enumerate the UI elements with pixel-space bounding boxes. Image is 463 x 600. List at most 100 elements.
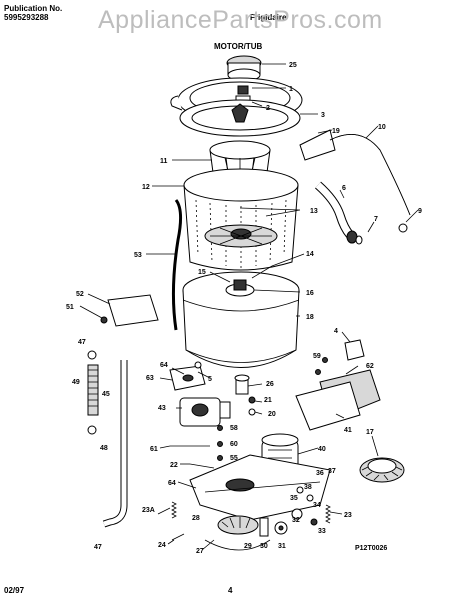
callout-49: 49: [72, 379, 80, 386]
callout-53: 53: [134, 252, 142, 259]
hose-clamp[interactable]: [346, 230, 363, 245]
publication-label: Publication No.: [4, 4, 63, 13]
section-title: MOTOR/TUB: [214, 42, 263, 51]
callout-36: 36: [316, 470, 324, 477]
callout-2: 2: [266, 105, 270, 112]
footer-date: 02/97: [4, 586, 25, 595]
callout-59: 59: [313, 353, 321, 360]
shift-lever[interactable]: [295, 339, 381, 431]
hose-clamp-2[interactable]: [398, 223, 408, 233]
coupling[interactable]: [234, 374, 250, 395]
callout-30: 30: [260, 543, 268, 550]
drain-hose[interactable]: [87, 360, 128, 528]
leader-lines: [79, 63, 419, 551]
callout-6: 6: [342, 185, 346, 192]
callout-40: 40: [318, 446, 326, 453]
page-number: 4: [228, 586, 233, 595]
callout-34: 34: [313, 502, 321, 509]
washer-32[interactable]: [291, 508, 303, 520]
callout-64-top: 64: [160, 362, 168, 369]
nut-31[interactable]: [274, 521, 288, 535]
callout-17: 17: [366, 429, 374, 436]
belt-27[interactable]: [204, 539, 271, 551]
watermark: AppliancePartsPros.com: [98, 6, 383, 34]
callout-16: 16: [306, 290, 314, 297]
callout-23A: 23A: [142, 507, 155, 514]
brand-label: Frigidaire: [250, 13, 287, 22]
callout-58: 58: [230, 425, 238, 432]
callout-28: 28: [192, 515, 200, 522]
callout-21: 21: [264, 397, 272, 404]
callout-51: 51: [66, 304, 74, 311]
wash-basket[interactable]: [183, 168, 299, 271]
callout-64-bottom: 64: [168, 480, 176, 487]
callout-23: 23: [344, 512, 352, 519]
callout-43: 43: [158, 405, 166, 412]
callout-52: 52: [76, 291, 84, 298]
callout-48: 48: [100, 445, 108, 452]
suspension-spring-left[interactable]: [171, 501, 177, 519]
fasteners[interactable]: [217, 425, 223, 461]
callout-31: 31: [278, 543, 286, 550]
callout-38: 38: [304, 484, 312, 491]
callout-32: 32: [292, 517, 300, 524]
publication-number: 5995293288: [4, 13, 49, 22]
callout-62: 62: [366, 363, 374, 370]
callout-19: 19: [332, 128, 340, 135]
drawing-code: P12T0026: [355, 545, 387, 552]
callout-9: 9: [418, 208, 422, 215]
callout-5: 5: [208, 376, 212, 383]
clip-48[interactable]: [87, 425, 97, 435]
callout-22: 22: [170, 462, 178, 469]
callout-29: 29: [244, 543, 252, 550]
spring-assembly[interactable]: [296, 486, 318, 526]
overflow-tube[interactable]: [171, 199, 183, 331]
nut-21[interactable]: [248, 396, 256, 416]
callout-7: 7: [374, 216, 378, 223]
callout-15: 15: [198, 269, 206, 276]
pump-bracket[interactable]: [169, 361, 206, 391]
callout-25: 25: [289, 62, 297, 69]
callout-47-bottom: 47: [94, 544, 102, 551]
callout-3: 3: [321, 112, 325, 119]
callout-10: 10: [378, 124, 386, 131]
callout-26: 26: [266, 381, 274, 388]
callout-11: 11: [160, 158, 168, 165]
tub-cover[interactable]: [179, 99, 301, 137]
callout-14: 14: [306, 251, 314, 258]
suspension-spring-right[interactable]: [325, 504, 331, 524]
callout-35: 35: [290, 495, 298, 502]
callout-13: 13: [310, 208, 318, 215]
agitator-cap[interactable]: [226, 55, 262, 82]
callout-4: 4: [334, 328, 338, 335]
callout-45: 45: [102, 391, 110, 398]
callout-47-top: 47: [78, 339, 86, 346]
mounting-bracket[interactable]: [100, 294, 159, 327]
drive-pulley[interactable]: [359, 457, 405, 483]
bolt-24[interactable]: [171, 533, 185, 541]
callout-63: 63: [146, 375, 154, 382]
callout-1: 1: [289, 86, 293, 93]
callout-27: 27: [196, 548, 204, 555]
fill-hose[interactable]: [299, 129, 411, 216]
callout-24: 24: [158, 542, 166, 549]
callout-60: 60: [230, 441, 238, 448]
callout-33: 33: [318, 528, 326, 535]
gearcase-base[interactable]: [189, 454, 331, 521]
rod-61[interactable]: [170, 445, 215, 469]
clip-47[interactable]: [87, 350, 97, 360]
callout-55: 55: [230, 455, 238, 462]
callout-41: 41: [344, 427, 352, 434]
drain-hose-short[interactable]: [314, 181, 354, 238]
callout-labels: 25 1 2 3 19 10 11 12 6 7 9 13 53 14 15 1…: [66, 62, 422, 555]
callout-37: 37: [328, 468, 336, 475]
callout-61: 61: [150, 446, 158, 453]
part-30[interactable]: [259, 517, 269, 537]
callout-20: 20: [268, 411, 276, 418]
callout-12: 12: [142, 184, 150, 191]
callout-18: 18: [306, 314, 314, 321]
outer-tub[interactable]: [182, 271, 300, 368]
water-pump[interactable]: [179, 397, 231, 427]
transmission-pulley[interactable]: [217, 515, 259, 535]
